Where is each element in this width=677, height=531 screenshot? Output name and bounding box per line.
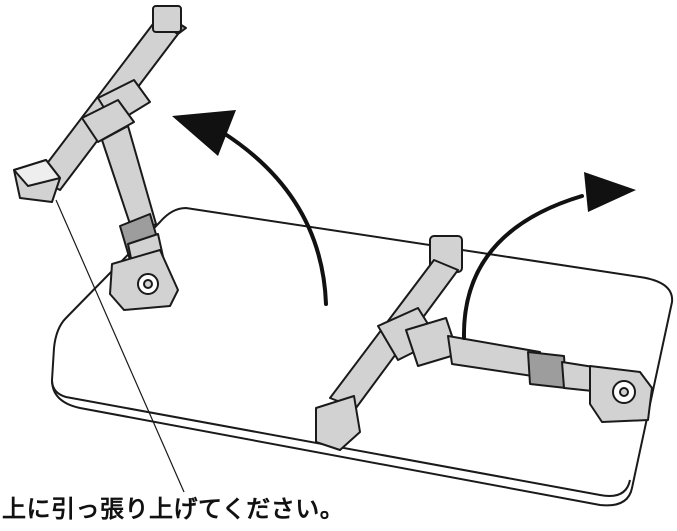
right-folded-leg xyxy=(315,235,653,451)
instruction-caption: 上に引っ張り上げてください。 xyxy=(2,495,345,523)
right-lift-arrow xyxy=(461,172,636,340)
left-lift-arrow xyxy=(172,110,328,306)
callout-leader-line xyxy=(55,199,185,493)
left-raised-leg xyxy=(13,5,187,311)
